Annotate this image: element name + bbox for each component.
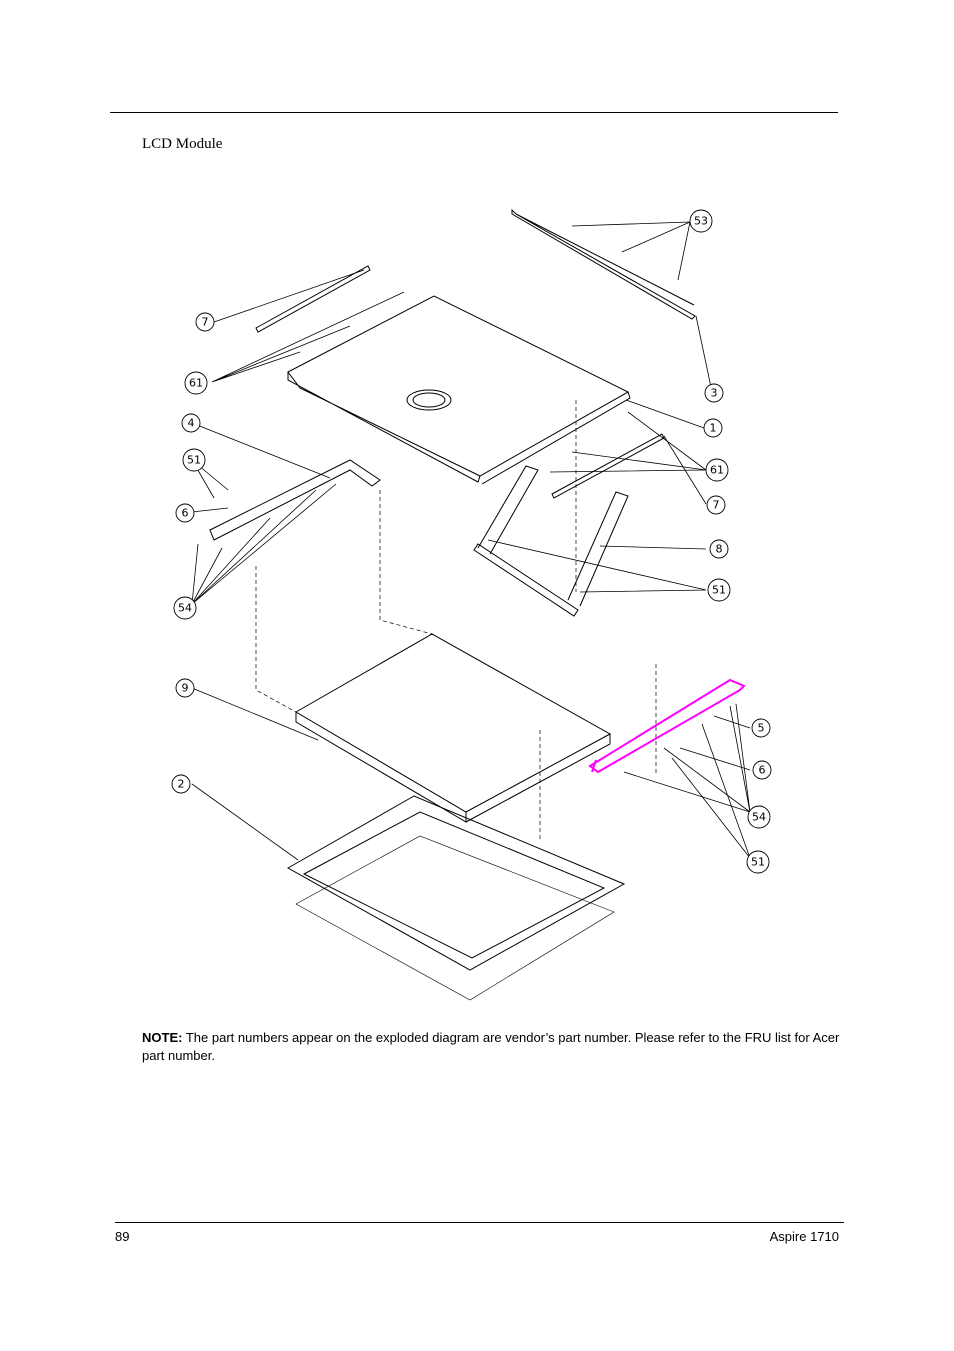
antenna-cable-right (567, 491, 629, 607)
hinge-strip-upper (255, 265, 371, 333)
callout-7: 7 (713, 499, 720, 512)
callout-6: 6 (759, 764, 766, 777)
callout-4: 4 (188, 417, 195, 430)
callout-51: 51 (751, 856, 765, 869)
callout-53: 53 (694, 215, 708, 228)
callout-3: 3 (711, 387, 718, 400)
lcd-panel (295, 633, 612, 823)
guide-line-left (255, 566, 297, 713)
note-text: The part numbers appear on the exploded … (142, 1030, 840, 1063)
guide-line-center (379, 490, 433, 635)
callout-54: 54 (178, 602, 192, 615)
callout-54: 54 (752, 811, 766, 824)
page-number: 89 (115, 1229, 130, 1244)
callout-5: 5 (758, 722, 765, 735)
note-label: NOTE: (142, 1030, 183, 1045)
callout-51: 51 (712, 584, 726, 597)
bezel-shadow (295, 835, 615, 1001)
callout-61: 61 (189, 377, 203, 390)
right-bracket-highlighted (588, 678, 746, 774)
callout-8: 8 (716, 543, 723, 556)
logo-emblem (406, 389, 452, 411)
callout-2: 2 (178, 778, 185, 791)
antenna-cable-left (477, 465, 539, 555)
callout-61: 61 (710, 464, 724, 477)
note-paragraph: NOTE: The part numbers appear on the exp… (142, 1029, 842, 1065)
callout-51: 51 (187, 454, 201, 467)
callout-1: 1 (710, 422, 717, 435)
section-title: LCD Module (142, 136, 223, 152)
hinge-strip-lower (551, 433, 665, 499)
inverter-frame (473, 543, 579, 617)
footer-rule (115, 1222, 844, 1223)
callout-9: 9 (182, 682, 189, 695)
lcd-back-cover (287, 295, 631, 485)
document-title: Aspire 1710 (769, 1229, 839, 1244)
callout-7: 7 (202, 316, 209, 329)
callout-6: 6 (182, 507, 189, 520)
left-bracket (209, 459, 381, 541)
header-rule (110, 112, 838, 113)
front-bezel (286, 795, 626, 971)
top-bezel-strip (511, 208, 696, 320)
